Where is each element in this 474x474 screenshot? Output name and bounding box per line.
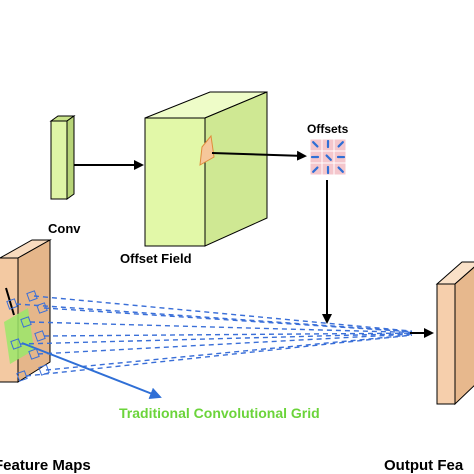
dashed-projection-line [33,295,413,332]
dashed-projection-line [29,321,413,334]
input-maps-label: Feature Maps [0,457,91,474]
output-feature-map [435,261,474,406]
conv-label: Conv [48,221,81,236]
offset-field-patch [199,134,215,166]
grid-callout-arrow [21,342,162,399]
sampling-square [34,330,46,342]
dashed-projection-line [15,303,413,333]
input-feature-map [0,239,52,383]
offset-field-block [144,91,268,247]
offset-field-to-offsets-arrow [211,150,307,161]
sampling-square [16,370,28,382]
output-maps-label: Output Fea [384,457,464,474]
conv-block [49,115,76,200]
dashed-projection-line [43,332,413,337]
grid-caption: Traditional Convolutional Grid [119,405,320,421]
dashed-projection-line [25,334,413,377]
offsets-label: Offsets [307,122,349,136]
small-blue-arrows-icon [325,154,332,161]
offsets-grid [309,138,347,176]
small-blue-arrows-icon [312,166,319,173]
dashed-projection-line [19,332,413,345]
sampling-square [20,316,32,328]
dashed-projection-line [43,307,413,333]
small-blue-arrows-icon [337,141,344,148]
sampling-square [28,348,40,360]
green-patch [4,308,34,364]
dashed-projection-line [37,333,413,355]
sampling-square [6,298,18,310]
small-blue-arrows-icon [312,141,319,148]
sampling-square [26,290,38,302]
small-blue-arrows-icon [337,166,344,173]
sampling-square [10,338,22,350]
dashed-projection-line [45,334,413,371]
offset-field-label: Offset Field [120,251,192,266]
